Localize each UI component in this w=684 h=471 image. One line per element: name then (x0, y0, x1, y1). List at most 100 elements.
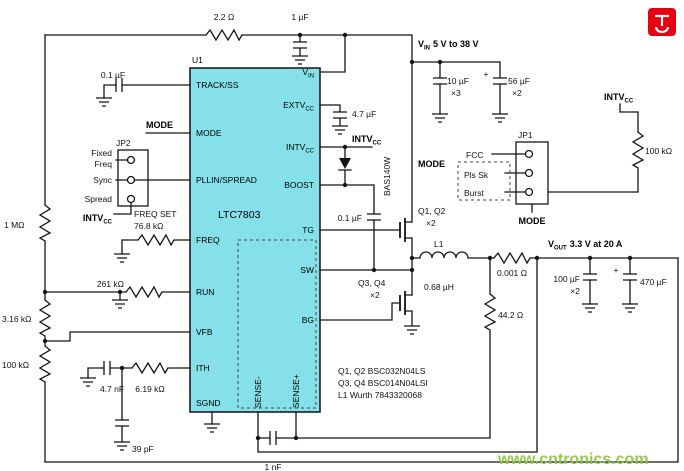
ic-part-number: LTC7803 (218, 209, 261, 221)
mosfet-q34-icon (399, 291, 406, 315)
pin-extvcc: EXTVCC (283, 100, 315, 113)
run-wire (44, 291, 191, 301)
cap-470uf-label: 470 µF (640, 277, 667, 287)
resistor-44r2-label: 44.2 Ω (498, 310, 523, 320)
resistor-100k-mode-label: 100 kΩ (645, 146, 672, 156)
cap-56uf-qty: ×2 (512, 88, 522, 98)
cap-boost-0p1uf (366, 213, 382, 221)
vcc-boost-network: 4.7 µF INTVCC BAS140W 0.1 µF (319, 104, 392, 271)
jp1-network: JP1 FCC Pls Sk Burst MODE MODE INTVCC 10… (418, 92, 672, 226)
pin-tg: TG (302, 225, 314, 235)
pin-vin: VIN (302, 67, 314, 80)
resistor-6k19 (131, 362, 169, 374)
pin-boost: BOOST (284, 180, 314, 190)
jp1-name: JP1 (518, 130, 533, 140)
freq-network: FREQ SET 76.8 kΩ (113, 209, 191, 263)
cap-boost-label: 0.1 µF (338, 213, 362, 223)
cap-4n7 (103, 360, 111, 376)
diode-part-label: BAS140W (382, 157, 392, 196)
ith-network: 4.7 nF 6.19 kΩ 39 pF (79, 360, 191, 454)
ground-icon (431, 113, 449, 123)
trackss-wire (103, 84, 191, 99)
ic-internal-dashed-box (237, 239, 317, 409)
resistor-261k (125, 286, 163, 298)
logo-glyph-icon (654, 14, 670, 34)
watermark-text: www.cntronics.com (497, 451, 649, 468)
jp2-opt-sync: Sync (93, 175, 113, 185)
intvcc-flag-top-right: INTVCC (604, 92, 634, 105)
freq-set-label: FREQ SET (134, 209, 177, 219)
mosfet-q34-leads (404, 294, 413, 327)
cap-0p1uf-ss (115, 77, 123, 93)
ground-icon (111, 299, 129, 309)
schottky-diode-icon (339, 158, 351, 169)
pin-mode: MODE (196, 128, 222, 138)
run-network: 261 kΩ (44, 279, 191, 309)
jp1-opt-fcc: FCC (466, 150, 483, 160)
pin-sense-minus: SENSE- (253, 376, 263, 408)
left-divider-network: 1 MΩ 3.16 kΩ 100 kΩ (2, 34, 679, 463)
cap-100uf (582, 273, 598, 281)
inductor-l1-icon (419, 251, 469, 259)
cap-10uf-qty: ×3 (451, 88, 461, 98)
jp2-opt-freq: Freq (95, 159, 113, 169)
mosfet-q12-leads (404, 221, 413, 296)
power-stage: Q1, Q2 ×2 Q3, Q4 ×2 L1 0.68 µH 0.001 Ω V… (319, 206, 679, 335)
ground-icon (113, 441, 131, 451)
resistor-shunt-label: 0.001 Ω (497, 268, 527, 278)
sgnd-network (203, 411, 221, 433)
q34-qty: ×2 (370, 290, 380, 300)
resistor-100k-fb-label: 100 kΩ (2, 360, 29, 370)
resistor-shunt (493, 252, 531, 264)
cap-1uf-label: 1 µF (291, 12, 308, 22)
mode-pin-network: MODE (145, 120, 191, 134)
q12-qty: ×2 (426, 218, 436, 228)
pin-sense-plus: SENSE+ (291, 374, 301, 408)
cap-39pf (114, 419, 130, 427)
bg-wire (319, 302, 401, 321)
cap-39pf-label: 39 pF (132, 444, 154, 454)
resistor-100k-fb (39, 345, 51, 383)
mode-net-label-left: MODE (418, 159, 445, 169)
cap-4p7uf-label: 4.7 µF (352, 109, 376, 119)
jp1-opt-plssk: Pls Sk (464, 170, 489, 180)
cap-470uf (622, 273, 638, 281)
cap-470uf-polarity: + (614, 265, 619, 275)
jp2-network: JP2 Fixed Freq Sync Spread INTVCC (83, 138, 191, 226)
boost-wire (319, 184, 375, 271)
sense-network: 44.2 Ω 1 nF (257, 257, 538, 471)
jp1-pin2 (524, 168, 534, 178)
freq-set-value: 76.8 kΩ (134, 221, 164, 231)
mode-net-label: MODE (146, 120, 173, 130)
sense-minus-wire (257, 257, 538, 453)
resistor-2r2 (205, 29, 243, 41)
cap-100uf-qty: ×2 (570, 286, 580, 296)
jp1-opt-burst: Burst (464, 188, 484, 198)
cap-1nf-label: 1 nF (264, 462, 281, 471)
resistor-261k-label: 261 kΩ (97, 279, 124, 289)
jp2-opt-spread: Spread (85, 194, 113, 204)
output-cap-wires (589, 257, 631, 305)
ground-icon (403, 325, 421, 335)
extvcc-wire (319, 104, 341, 127)
resistor-1meg-label: 1 MΩ (4, 220, 25, 230)
cap-10uf (432, 77, 448, 85)
pin-intvcc: INTVCC (286, 142, 315, 155)
ground-icon (95, 97, 113, 107)
cap-56uf-label: 56 µF (508, 76, 530, 86)
ground-icon (113, 253, 131, 263)
ground-icon (79, 377, 97, 387)
jp1-pin1 (524, 149, 534, 159)
jp1-options-dashed-box (457, 161, 511, 201)
ground-icon (203, 423, 221, 433)
intvcc-flag-mid: INTVCC (352, 134, 382, 147)
jp2-name: JP2 (116, 138, 131, 148)
top-rail-wire (44, 34, 413, 223)
jp2-opt-fixed: Fixed (91, 148, 112, 158)
vfb-wire (44, 331, 191, 342)
q12-label: Q1, Q2 (418, 206, 446, 216)
pin-run: RUN (196, 287, 214, 297)
cap-56uf-polarity: + (484, 69, 489, 79)
